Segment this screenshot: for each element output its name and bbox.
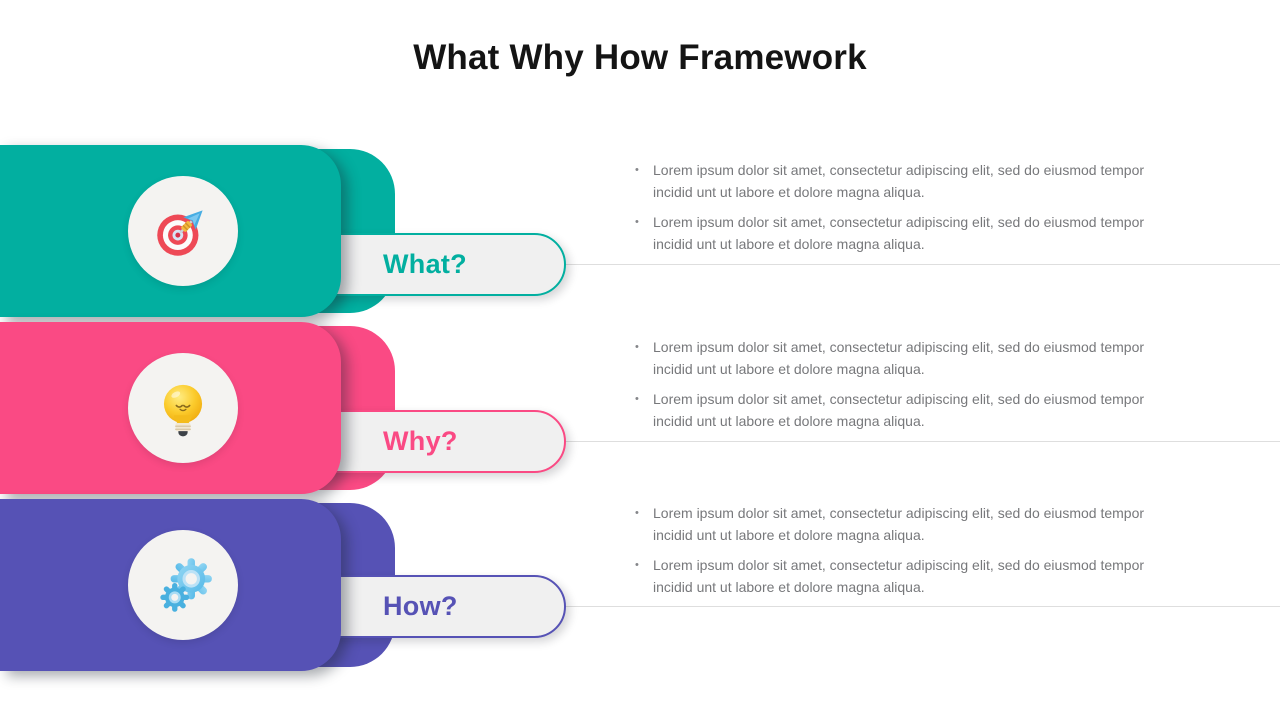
section-front-card <box>0 499 341 671</box>
lightbulb-icon <box>163 384 203 437</box>
bullet-icon: • <box>635 164 639 176</box>
why-label-pill: Why? <box>295 410 566 473</box>
what-bullets: • Lorem ipsum dolor sit amet, consectetu… <box>635 159 1183 263</box>
why-bullets: • Lorem ipsum dolor sit amet, consectetu… <box>635 336 1183 440</box>
section-why: Why? <box>0 322 1280 494</box>
icon-circle <box>128 530 238 640</box>
list-item: • Lorem ipsum dolor sit amet, consectetu… <box>635 502 1183 546</box>
bullet-icon: • <box>635 216 639 228</box>
bullet-icon: • <box>635 393 639 405</box>
bullet-icon: • <box>635 559 639 571</box>
bullet-text: Lorem ipsum dolor sit amet, consectetur … <box>653 214 1145 252</box>
bullet-text: Lorem ipsum dolor sit amet, consectetur … <box>653 557 1145 595</box>
list-item: • Lorem ipsum dolor sit amet, consectetu… <box>635 388 1183 432</box>
section-how: How? <box>0 499 1280 671</box>
list-item: • Lorem ipsum dolor sit amet, consectetu… <box>635 336 1183 380</box>
how-bullets: • Lorem ipsum dolor sit amet, consectetu… <box>635 502 1183 606</box>
section-divider-line <box>560 264 1280 265</box>
icon-circle <box>128 176 238 286</box>
how-label: How? <box>383 591 458 621</box>
section-divider-line <box>560 606 1280 607</box>
icon-circle <box>128 353 238 463</box>
list-item: • Lorem ipsum dolor sit amet, consectetu… <box>635 211 1183 255</box>
page-title: What Why How Framework <box>413 38 867 77</box>
why-label: Why? <box>383 426 458 456</box>
section-front-card <box>0 145 341 317</box>
gears-icon <box>160 558 212 612</box>
bullet-icon: • <box>635 507 639 519</box>
list-item: • Lorem ipsum dolor sit amet, consectetu… <box>635 554 1183 598</box>
bullet-text: Lorem ipsum dolor sit amet, consectetur … <box>653 391 1145 429</box>
bullet-text: Lorem ipsum dolor sit amet, consectetur … <box>653 505 1145 543</box>
section-front-card <box>0 322 341 494</box>
bullet-text: Lorem ipsum dolor sit amet, consectetur … <box>653 339 1145 377</box>
list-item: • Lorem ipsum dolor sit amet, consectetu… <box>635 159 1183 203</box>
bullet-icon: • <box>635 341 639 353</box>
dartboard-target-icon <box>157 210 203 256</box>
section-what: What? <box>0 145 1280 317</box>
section-divider-line <box>560 441 1280 442</box>
bullet-text: Lorem ipsum dolor sit amet, consectetur … <box>653 162 1145 200</box>
what-label: What? <box>383 249 467 279</box>
